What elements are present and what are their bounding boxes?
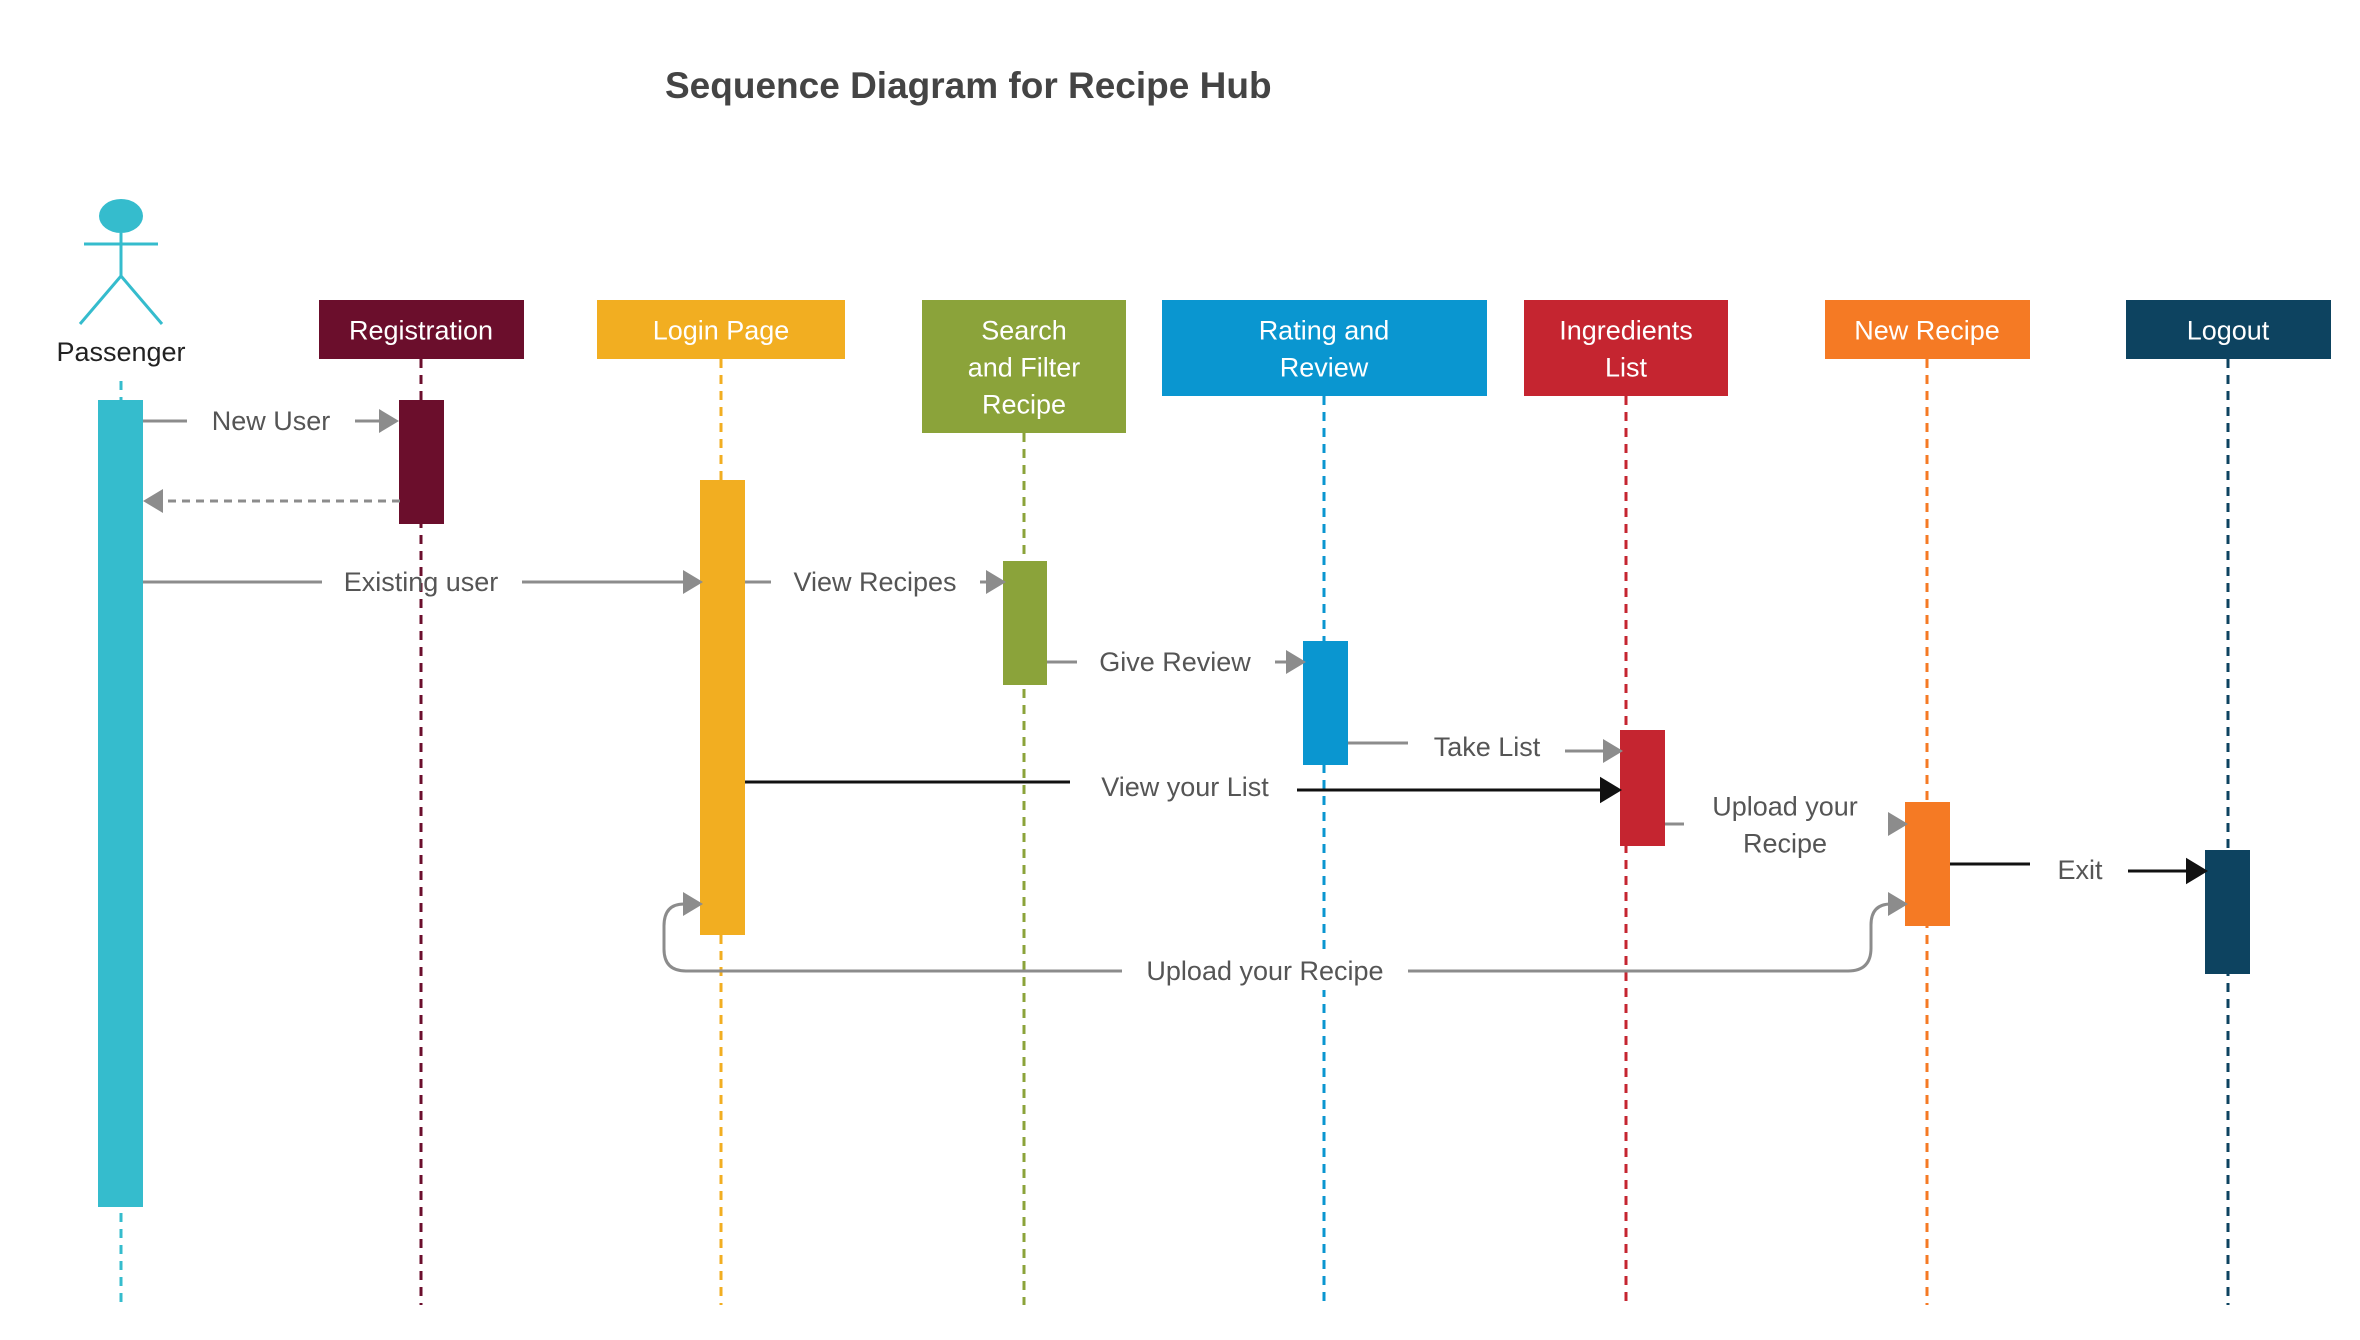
login-label-line: Login Page [653,316,790,346]
registration-activation-bar [399,400,444,524]
login-box [597,300,845,359]
registration-label: Registration [349,316,493,346]
upload-your-recipe-back-label: Upload your Recipe [1146,956,1383,986]
search-label-line: Recipe [982,390,1066,420]
upload-back-arrowhead-left [683,892,703,916]
registration-box [319,300,524,359]
search-box [922,300,1126,433]
passenger-activation-bar [98,400,143,1207]
existing-user-label-line: Existing user [344,567,499,597]
view-your-list-arrowhead [1600,776,1622,804]
upload-back-path-right [1124,902,1892,973]
logout-label: Logout [2187,316,2270,346]
upload-your-recipe-label-line: Upload your [1712,792,1858,822]
activation-bars [98,400,2250,1207]
rating-activation-bar [1303,641,1348,765]
newrecipe-box [1825,300,2030,359]
view-your-list-label: View your List [1101,772,1269,802]
exit-label: Exit [2057,855,2103,885]
existing-user-label: Existing user [344,567,499,597]
registration-return-arrowhead [143,489,163,513]
upload-back-label-bg [1122,952,1408,990]
exit-arrowhead [2186,857,2208,885]
search-activation-bar [1003,561,1047,685]
ingredients-label-line: List [1605,353,1648,383]
newrecipe-label: New Recipe [1854,316,2000,346]
take-list-label-line: Take List [1434,732,1541,762]
actor-label: Passenger [56,337,185,367]
view-recipes-label: View Recipes [793,567,956,597]
message-arrows [143,409,2208,990]
upload-recipe-arrowhead [1888,812,1908,836]
participant-login[interactable]: Login Page [597,300,845,359]
stick-figure-icon [78,199,164,325]
login-label: Login Page [653,316,790,346]
take-list-arrowhead [1603,739,1623,763]
ingredients-label-line: Ingredients [1559,316,1693,346]
new-user-label: New User [212,406,331,436]
upload-back-arrowhead-right [1888,892,1908,916]
view-recipes-label-line: View Recipes [793,567,956,597]
give-review-label: Give Review [1099,647,1251,677]
rating-label-line: Rating and [1259,316,1390,346]
participant-newrecipe[interactable]: New Recipe [1825,300,2030,359]
search-label-line: Search [981,316,1067,346]
take-list-label: Take List [1434,732,1541,762]
logout-label-line: Logout [2187,316,2270,346]
upload-your-recipe-label-line: Recipe [1743,829,1827,859]
logout-box [2126,300,2331,359]
newrecipe-activation-bar [1905,802,1950,926]
search-label-line: and Filter [968,353,1081,383]
upload-back-path-left [662,902,1124,973]
view-recipes-arrowhead [986,570,1006,594]
login-activation-bar [700,480,745,935]
passenger-actor[interactable]: Passenger [56,199,186,367]
registration-label-line: Registration [349,316,493,346]
new-user-label-line: New User [212,406,331,436]
give-review-label-line: Give Review [1099,647,1251,677]
exit-label-line: Exit [2057,855,2103,885]
newrecipe-label-line: New Recipe [1854,316,2000,346]
new-user-arrowhead [379,409,399,433]
view-your-list-label-line: View your List [1101,772,1269,802]
ingredients-activation-bar [1620,730,1665,846]
rating-label-line: Review [1280,353,1369,383]
participant-logout[interactable]: Logout [2126,300,2331,359]
existing-user-arrowhead [683,570,703,594]
rating-box [1162,300,1487,396]
diagram-title: Sequence Diagram for Recipe Hub [665,65,1272,106]
logout-activation-bar [2205,850,2250,974]
upload-your-recipe-back-label-line: Upload your Recipe [1146,956,1383,986]
ingredients-box [1524,300,1728,396]
give-review-arrowhead [1286,650,1306,674]
participant-registration[interactable]: Registration [319,300,524,359]
